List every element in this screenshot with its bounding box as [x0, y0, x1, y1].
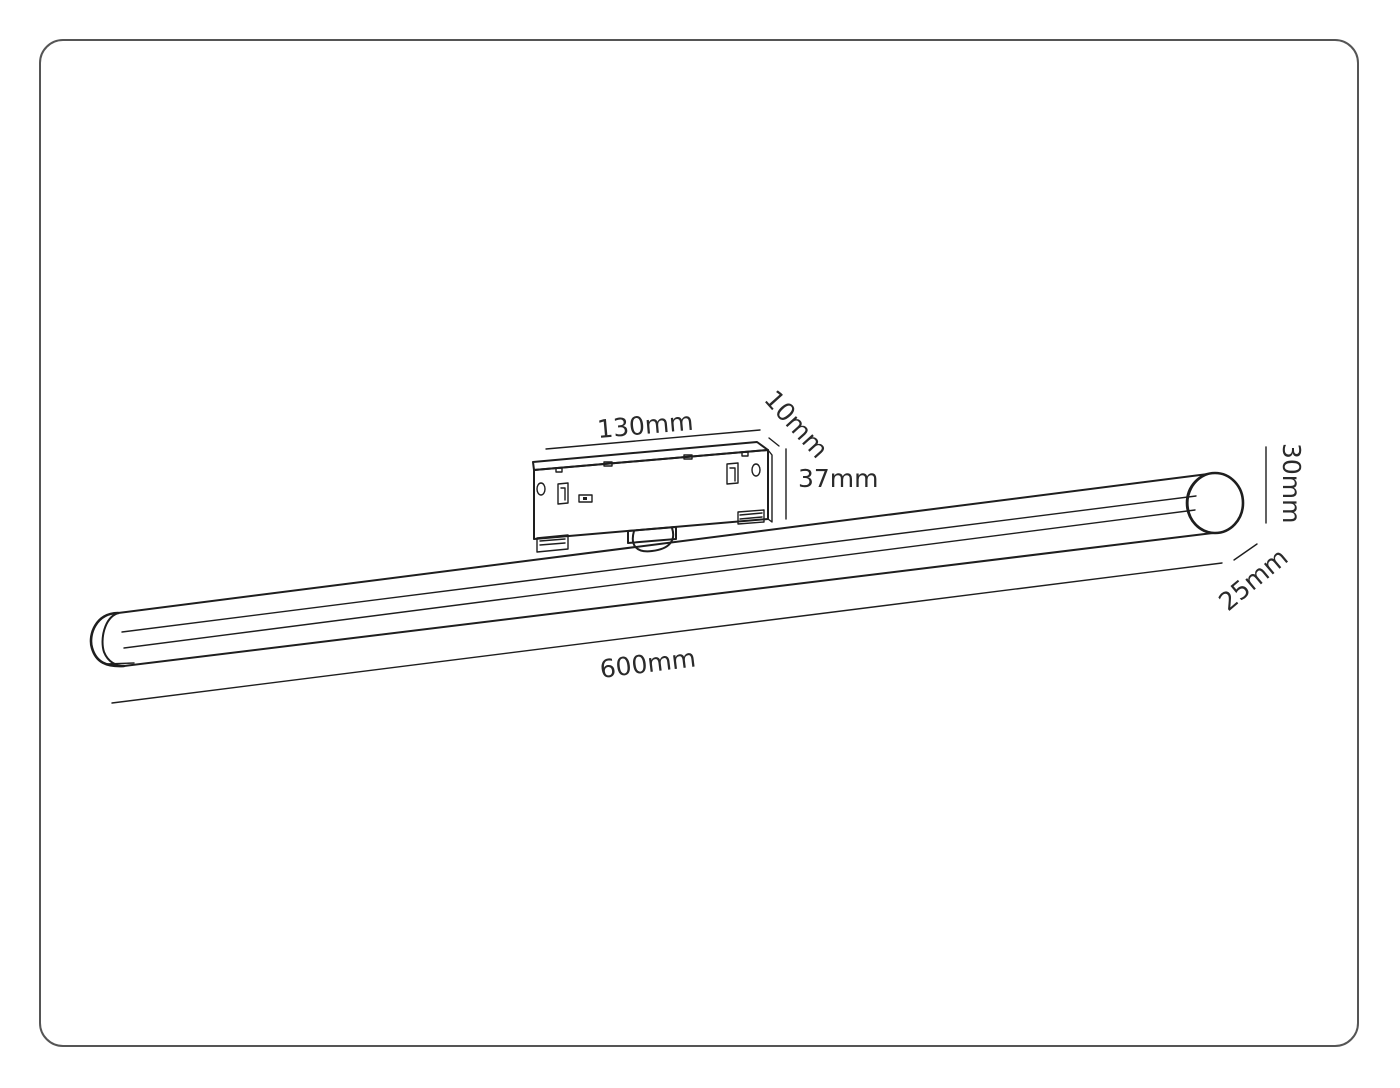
tube-bottom-edge [123, 532, 1214, 667]
adapter-tab [603, 461, 613, 467]
adapter-clip-left [557, 482, 569, 505]
tube-left-cap-rim [101, 612, 125, 667]
label-adapter-height: 37mm [798, 464, 879, 493]
label-length: 600mm [598, 643, 697, 684]
dim-line-depth [1233, 543, 1258, 561]
dimension-lines [111, 429, 1267, 704]
dim-line-length [111, 562, 1223, 704]
adapter-clip-right-detail [729, 467, 736, 482]
label-adapter-length: 130mm [596, 407, 695, 444]
tube-left-cap [89, 611, 126, 668]
adapter-foot-right [737, 509, 765, 525]
adapter-slot [536, 482, 546, 496]
adapter-tab [683, 454, 693, 460]
adapter-clip-right [726, 462, 739, 485]
tube-body [89, 471, 1245, 668]
adapter-foot-left [536, 534, 569, 553]
tube-highlight-line [121, 495, 1197, 633]
adapter-foot-left-ribs [539, 538, 566, 546]
adapter-switch [578, 494, 593, 503]
adapter-top-face [532, 441, 769, 471]
label-depth: 25mm [1213, 543, 1293, 617]
tube-top-edge [117, 473, 1209, 614]
adapter-clip-left-detail [560, 487, 566, 501]
dim-line-adapter-length [545, 429, 761, 450]
tube-left-cap-base [105, 662, 135, 665]
adapter-side-face [767, 449, 773, 523]
drawing-frame [39, 39, 1359, 1047]
adapter-switch-knob [583, 497, 587, 500]
tube-right-cap-rim [1186, 473, 1214, 534]
tube-highlight-line [123, 509, 1196, 649]
label-diameter: 30mm [1277, 443, 1306, 524]
adapter-tab [555, 467, 563, 473]
adapter-tab [741, 451, 749, 457]
dim-line-adapter-width [768, 437, 780, 447]
adapter-joint [631, 527, 675, 553]
adapter-stem [627, 526, 677, 544]
adapter-slot [751, 463, 761, 477]
track-adapter [532, 441, 773, 553]
adapter-foot-right-ribs [739, 512, 763, 520]
